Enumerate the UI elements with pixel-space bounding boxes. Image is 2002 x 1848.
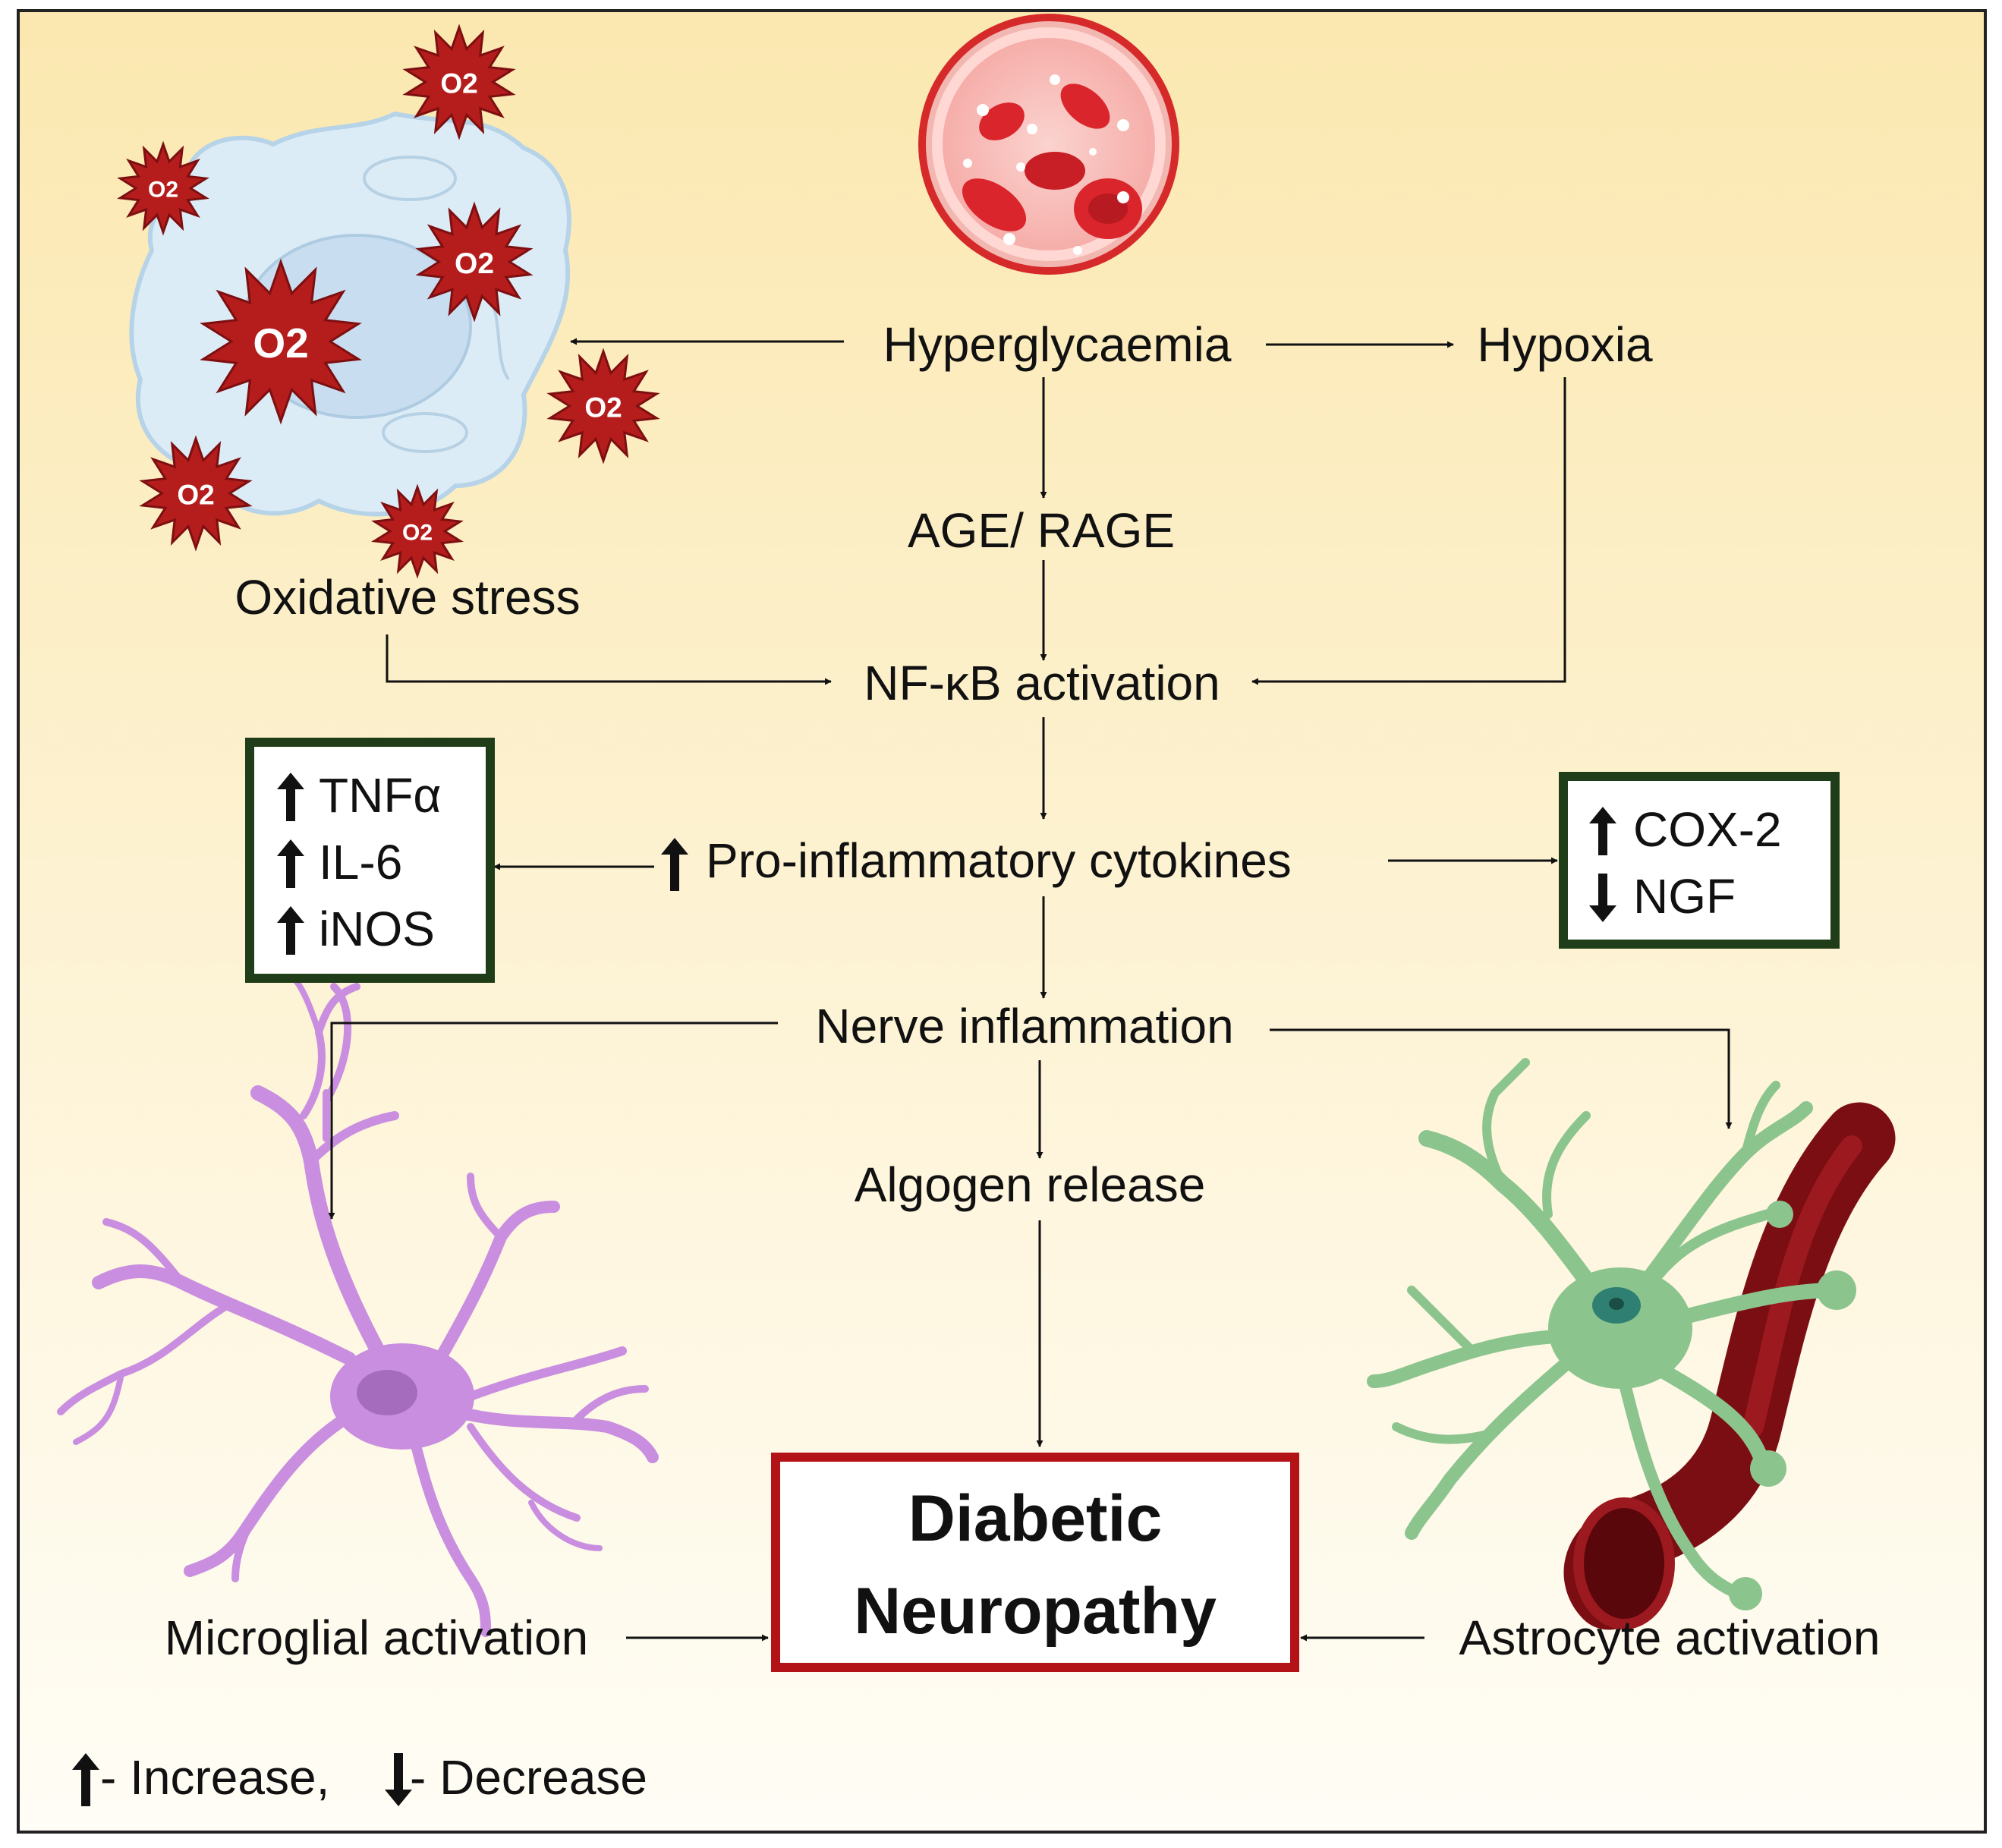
box-item-label: NGF [1633,869,1736,924]
arrow-hypoxia-to-nfkb [1251,377,1566,685]
arrow-up-icon [1589,807,1616,855]
arrow-nerve-to-microglia [328,1022,778,1220]
connector-arrows [328,338,1733,1642]
ros-label: O2 [253,320,308,367]
ros-label: O2 [584,392,622,423]
ros-label: O2 [440,68,477,99]
label-age-rage: AGE/ RAGE [908,503,1175,558]
label-oxidative-stress: Oxidative stress [235,570,580,625]
outcome-line1: Diabetic [908,1482,1163,1555]
mitochondrion [382,412,468,453]
outcome-line2: Neuropathy [854,1575,1217,1648]
star-burst-icon: O2 [139,435,253,552]
star-burst-icon: O2 [200,258,362,425]
ros-label: O2 [455,247,494,280]
star-burst-icon: O2 [402,24,516,140]
arrow-up-icon [72,1753,99,1806]
arrow-up-icon [277,906,304,955]
ros-label: O2 [402,521,433,546]
label-nerve-inflammation: Nerve inflammation [815,999,1233,1053]
platelets [963,74,1129,255]
legend-decrease: - Decrease [410,1750,647,1805]
star-burst-icon: O2 [117,140,209,236]
ros-label: O2 [148,178,178,203]
label-cytokines: Pro-inflammatory cytokines [706,833,1292,888]
labels: Hyperglycaemia Hypoxia Oxidative stress … [165,317,1881,1665]
arrow-down-icon [1589,874,1616,922]
star-burst-icon: O2 [546,348,660,464]
label-hypoxia: Hypoxia [1477,317,1653,372]
blood-vessel-illustration [918,14,1179,275]
arrow-nerve-to-astrocyte [1270,1028,1733,1129]
microglia-illustration [57,968,659,1637]
red-blood-cells [962,83,1142,239]
mitochondrion [363,156,457,201]
oxidative-cell-illustration [129,111,571,517]
label-microglial-activation: Microglial activation [165,1610,588,1665]
arrow-down-icon [385,1753,412,1806]
arrow-up-icon [661,838,688,891]
label-nfkb: NF-κB activation [864,656,1220,710]
box-item-label: COX-2 [1633,802,1782,857]
arrow-up-icon [277,773,304,821]
ros-label: O2 [177,479,214,510]
arrow-up-icon [277,839,304,888]
box-item-label: iNOS [319,902,435,956]
label-astrocyte-activation: Astrocyte activation [1459,1610,1881,1665]
star-burst-icon: O2 [415,201,534,323]
box-item-label: TNFα [319,768,441,823]
right-marker-box [1559,772,1840,949]
arrow-up-icon [72,1753,99,1806]
star-burst-icon: O2 [371,483,464,579]
outcome-box [771,1453,1299,1672]
arrow-down-icon [385,1753,412,1806]
label-hyperglycaemia: Hyperglycaemia [883,317,1232,372]
legend: - Increase, - Decrease [72,1750,647,1806]
arrow-oxidative-to-nfkb [386,634,832,685]
arrow-up-icon [661,838,688,891]
box-item-label: IL-6 [319,835,402,889]
label-algogen-release: Algogen release [855,1157,1206,1212]
astrocyte-soma [1548,1267,1692,1389]
legend-increase: - Increase, [100,1750,329,1805]
astrocyte-illustration [1367,1058,1896,1630]
